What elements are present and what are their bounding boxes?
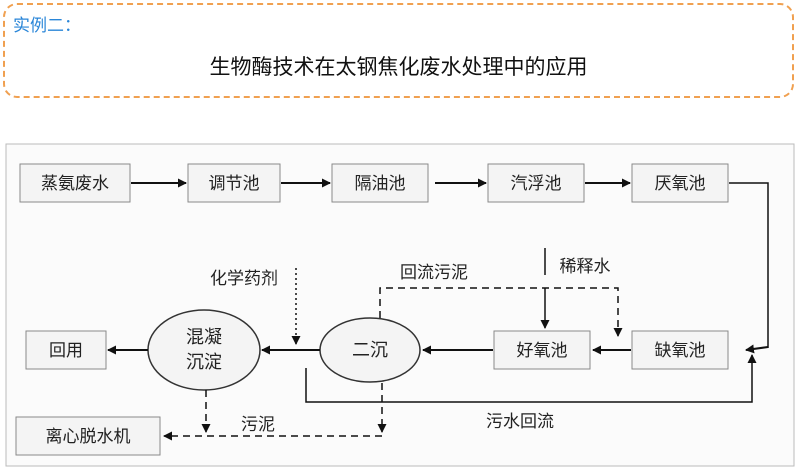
label-dilution-water: 稀释水 [560,257,611,277]
example-tag: 实例二： [13,16,81,36]
label-chemicals: 化学药剂 [210,269,278,289]
box-anoxic-tank: 缺氧池 [631,330,729,370]
callout-frame: 实例二： 生物酶技术在太钢焦化废水处理中的应用 [3,3,794,98]
page-title: 生物酶技术在太钢焦化废水处理中的应用 [209,55,588,79]
label-wastewater-return: 污水回流 [486,412,554,432]
ellipse-secondary-clarifier: 二沉 [319,317,421,383]
box-anaerobic-tank: 厌氧池 [631,163,729,203]
ellipse-coagulation-sedimentation: 混凝 沉淀 [147,309,261,391]
connector-anaerobic-right [729,182,769,348]
label-coag-line1: 混凝 [186,327,222,348]
box-reuse: 回用 [25,330,107,370]
label-air-flotation: 汽浮池 [511,174,562,194]
box-regulating-tank: 调节池 [187,163,281,203]
label-anaerobic-tank: 厌氧池 [655,174,706,194]
label-coag-line2: 沉淀 [186,352,222,373]
label-sludge: 污泥 [241,415,275,435]
label-oil-separator: 隔油池 [355,174,406,194]
process-flow-diagram: 蒸氨废水 调节池 隔油池 汽浮池 厌氧池 缺氧池 好氧池 二沉 混凝 沉淀 [5,143,795,467]
box-centrifuge: 离心脱水机 [15,416,161,456]
label-aerobic-tank: 好氧池 [517,341,568,361]
label-reuse: 回用 [49,341,83,361]
label-secondary-clarifier: 二沉 [352,340,388,361]
arrow-into-anoxic [745,344,769,354]
box-oil-separator: 隔油池 [331,163,429,203]
box-air-flotation: 汽浮池 [487,163,585,203]
arrow-wastewater-return [305,354,757,403]
arrow-sludge-return [379,287,623,337]
box-aerobic-tank: 好氧池 [493,330,591,370]
label-coking-wastewater: 蒸氨废水 [41,174,109,194]
label-anoxic-tank: 缺氧池 [655,341,706,361]
label-regulating-tank: 调节池 [209,174,260,194]
label-centrifuge: 离心脱水机 [46,427,131,447]
label-sludge-return: 回流污泥 [400,263,468,283]
box-coking-wastewater: 蒸氨废水 [19,163,131,203]
